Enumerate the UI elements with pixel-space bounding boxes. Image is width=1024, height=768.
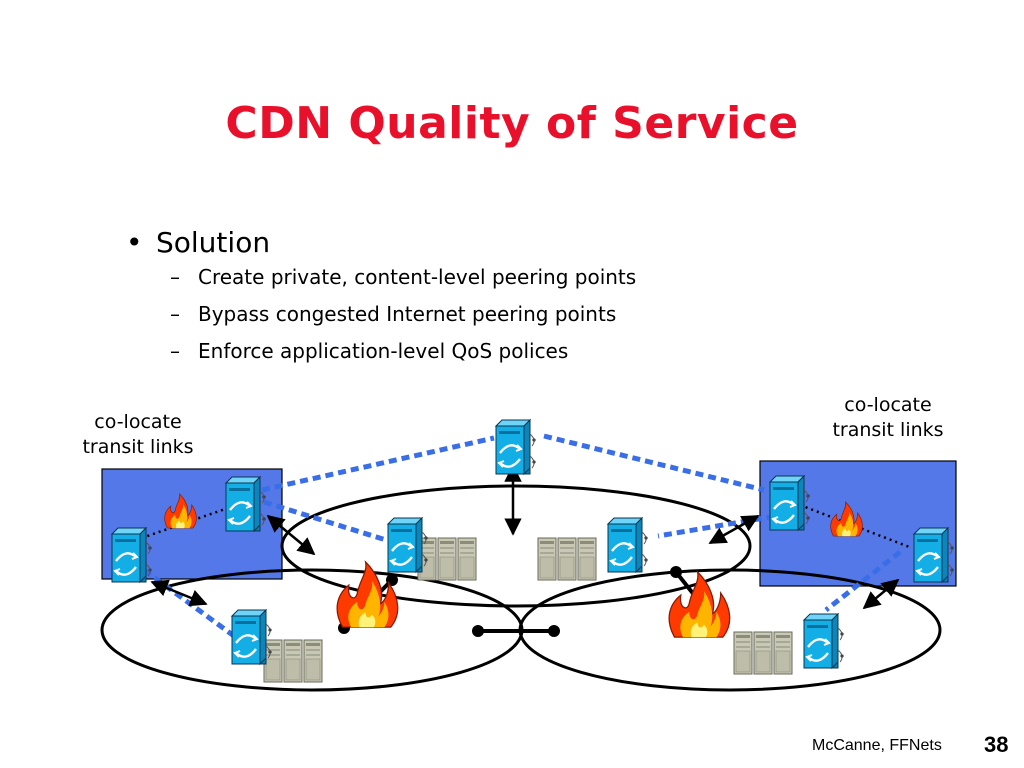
- left-colo-caption: co-locate transit links: [62, 410, 214, 460]
- sub-bullet-marker: –: [170, 302, 180, 326]
- right-colo-caption: co-locate transit links: [812, 393, 964, 443]
- server-rack-icon: [538, 538, 596, 580]
- slide-title: CDN Quality of Service: [225, 98, 799, 149]
- right-network-ellipse: [518, 568, 942, 692]
- sub-bullet-item: – Create private, content-level peering …: [170, 265, 636, 302]
- router-icon: [224, 475, 267, 533]
- bullet-item: • Solution: [126, 226, 636, 259]
- router-icon: [912, 526, 955, 584]
- sub-bullet-text: Create private, content-level peering po…: [198, 265, 637, 289]
- bullet-marker: •: [126, 226, 143, 259]
- sub-bullet-text: Enforce application-level QoS polices: [198, 339, 569, 363]
- server-rack-icon: [734, 632, 792, 674]
- sub-bullet-text: Bypass congested Internet peering points: [198, 302, 617, 326]
- router-icon: [230, 608, 273, 666]
- router-icon: [110, 526, 153, 584]
- sub-bullet-marker: –: [170, 265, 180, 289]
- router-icon: [386, 516, 429, 574]
- footer-author: McCanne, FFNets: [812, 737, 942, 754]
- page-number: 38: [984, 732, 1009, 757]
- router-icon: [494, 418, 537, 476]
- transit-arrows: [150, 464, 900, 610]
- fire-icon: [668, 571, 731, 638]
- top-network-ellipse: [280, 484, 752, 608]
- caption-line: co-locate: [844, 394, 932, 416]
- router-icon: [768, 474, 811, 532]
- caption-line: transit links: [832, 419, 944, 441]
- router-icon: [606, 516, 649, 574]
- sub-bullet-item: – Enforce application-level QoS polices: [170, 339, 636, 376]
- sub-bullet-item: – Bypass congested Internet peering poin…: [170, 302, 636, 339]
- bullet-text: Solution: [156, 226, 271, 259]
- caption-line: co-locate: [94, 411, 182, 433]
- sub-bullet-marker: –: [170, 339, 180, 363]
- server-rack-icon: [264, 640, 322, 682]
- caption-line: transit links: [82, 436, 194, 458]
- router-icon: [802, 612, 845, 670]
- bullet-list: • Solution – Create private, content-lev…: [126, 226, 636, 376]
